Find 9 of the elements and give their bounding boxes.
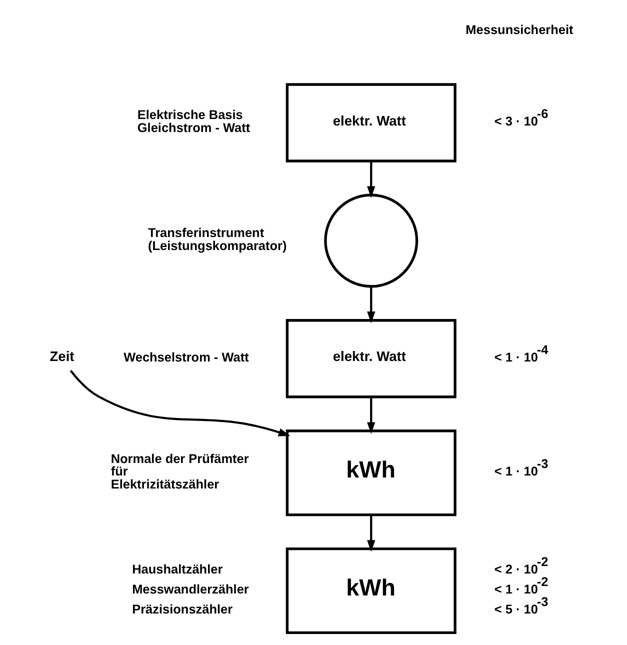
node-label: Elektrische Basis Gleichstrom - Watt — [137, 107, 250, 135]
label: Messunsicherheit — [466, 22, 574, 38]
node-label: Haushaltzähler — [132, 561, 223, 576]
node-label: Transferinstrument (Leistungskomparator) — [148, 225, 287, 253]
node-label: Wechselstrom - Watt — [124, 349, 249, 364]
node-label: Messwandlerzähler — [132, 582, 249, 597]
node-label: Präzisionszähler — [132, 602, 233, 617]
node-label: Normale der Prüfämter für Elektrizitätszähler — [110, 450, 249, 492]
node-text: Zeit — [50, 348, 74, 364]
